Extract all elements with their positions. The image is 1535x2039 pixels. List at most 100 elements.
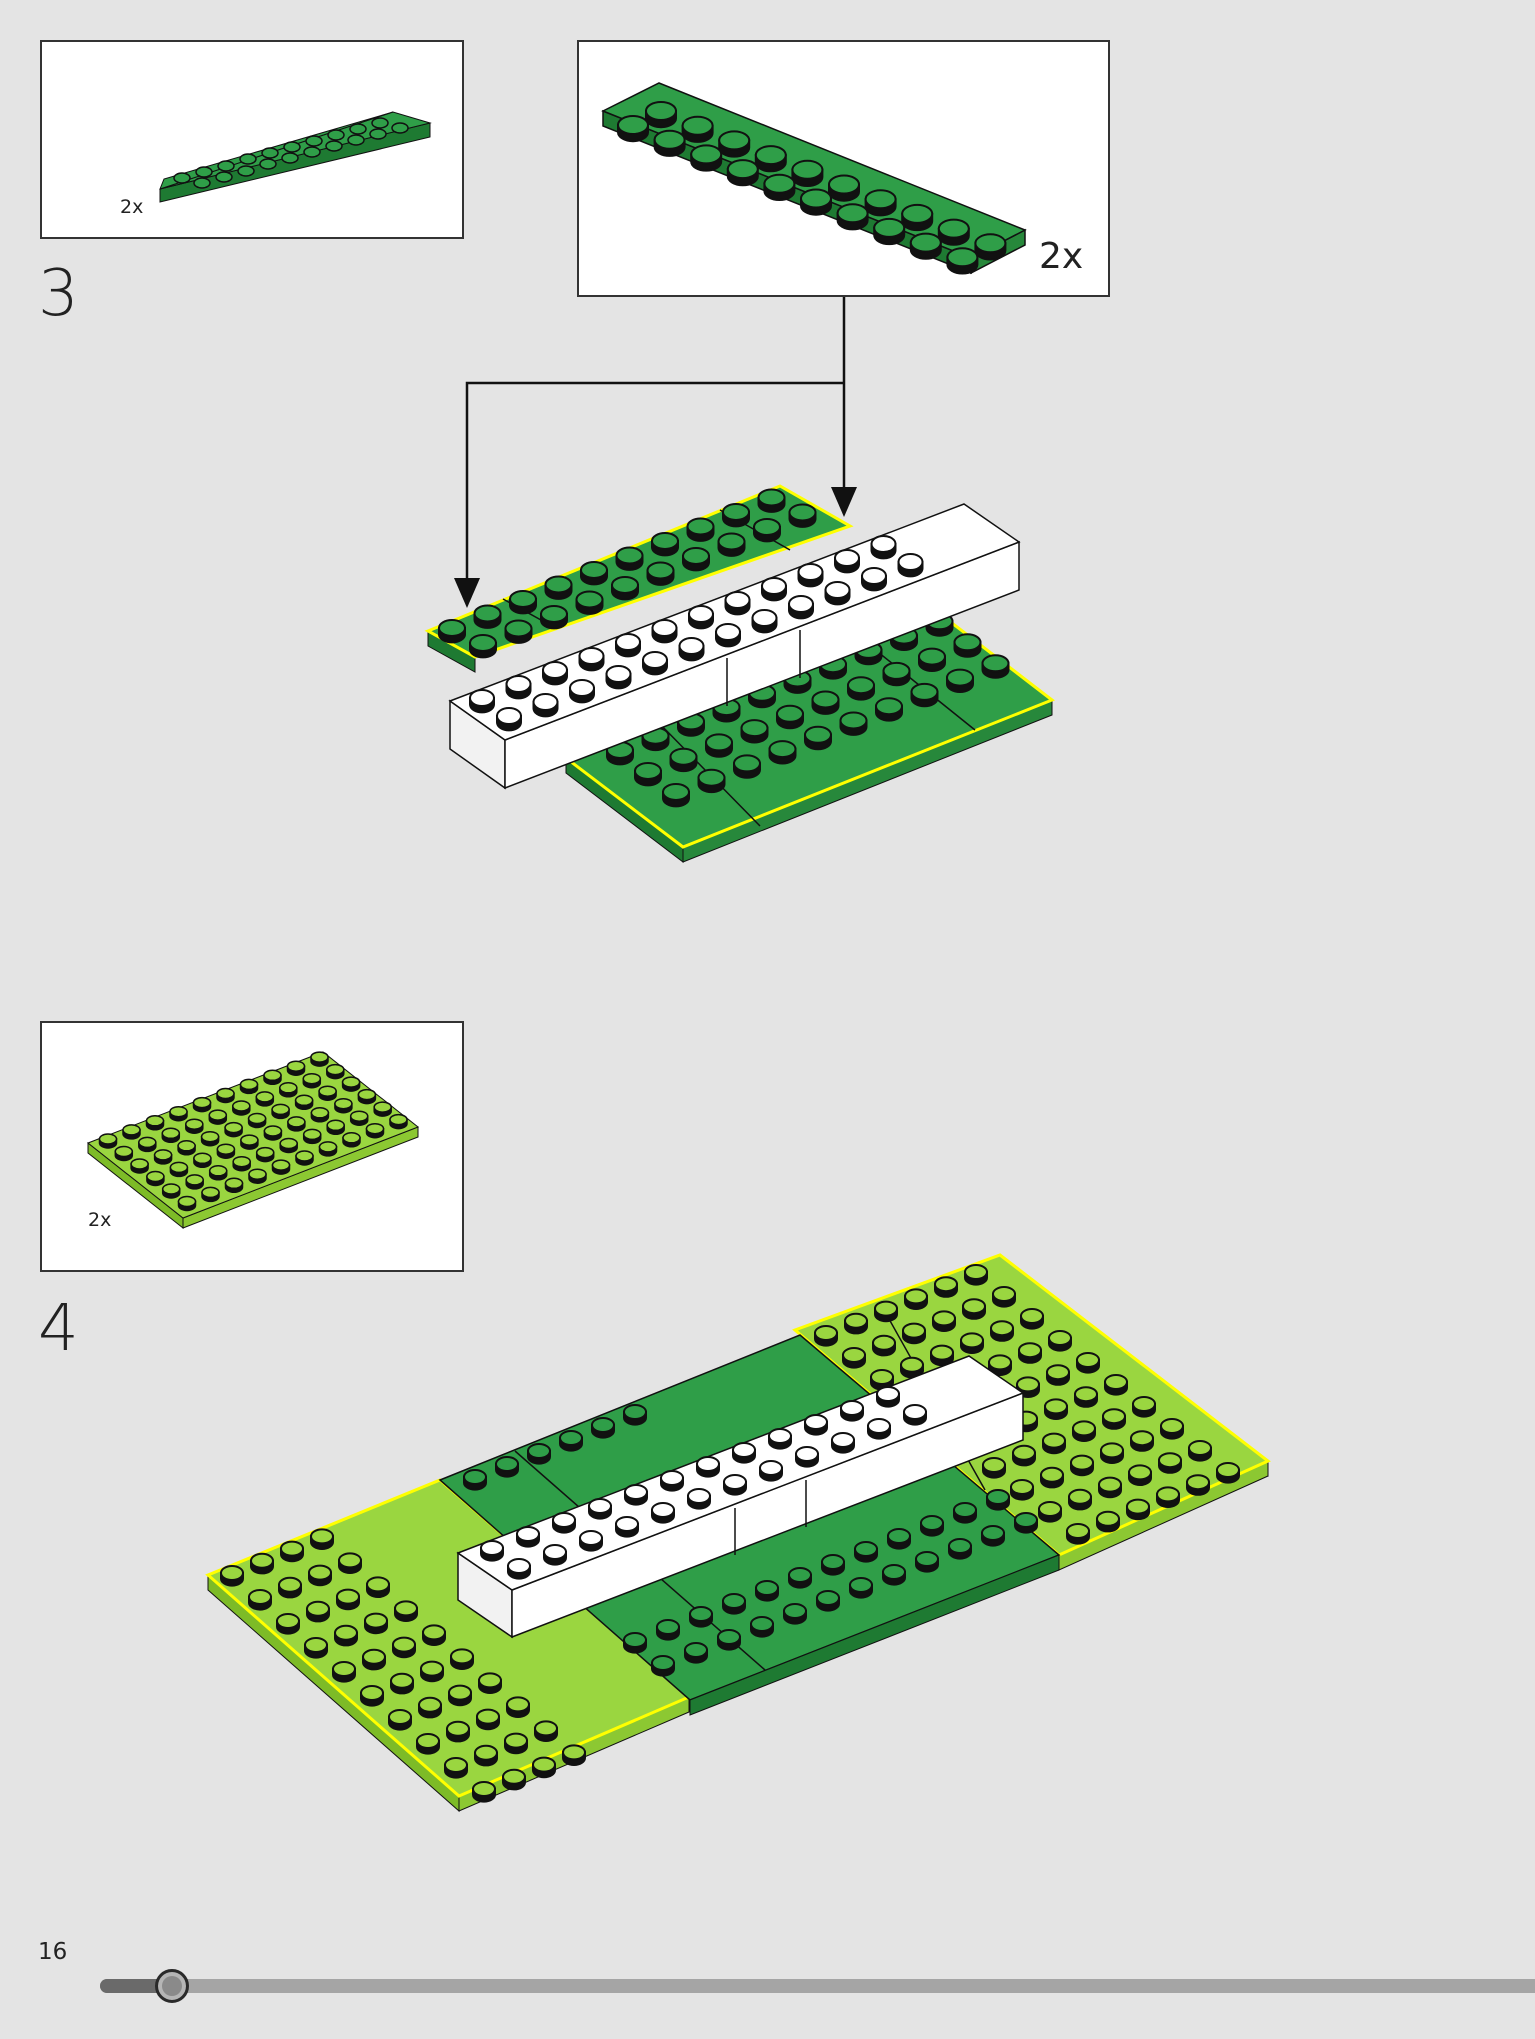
stud-shape [974, 233, 1007, 254]
stud-shape [986, 1489, 1010, 1505]
stud-shape [224, 1177, 244, 1190]
stud-shape [506, 1696, 530, 1713]
stud-shape [872, 1334, 896, 1351]
stud-shape [280, 1540, 304, 1557]
plate-2x10-icon [159, 111, 432, 203]
stud-shape [718, 130, 751, 151]
stud-shape [1072, 1420, 1096, 1437]
stud-shape [326, 1063, 345, 1076]
stud-shape [1102, 1408, 1126, 1425]
arrow-head-icon [454, 578, 480, 608]
stud-shape [617, 115, 649, 135]
stud-shape [349, 1110, 369, 1122]
stud-shape [473, 604, 502, 623]
stud-shape [153, 1149, 173, 1161]
stud-shape [932, 1310, 956, 1327]
stud-shape [279, 1082, 298, 1094]
stud-shape [569, 679, 595, 697]
stud-shape [623, 1404, 647, 1420]
stud-shape [366, 1576, 390, 1593]
stud-shape [332, 1661, 356, 1677]
stud-shape [861, 567, 887, 585]
stud-shape [732, 1442, 756, 1458]
stud-shape [1188, 1440, 1212, 1456]
stud-shape [341, 1076, 361, 1088]
stud-shape [509, 590, 537, 608]
stud-shape [724, 591, 751, 609]
stud-shape [791, 159, 824, 180]
stud-shape [651, 619, 678, 637]
stud-shape [201, 1186, 220, 1199]
stud-shape [882, 1564, 906, 1580]
stud-shape [388, 1709, 412, 1725]
stud-shape [903, 1404, 927, 1420]
step3-callout-quantity: 2x [1039, 236, 1084, 277]
stud-shape [1046, 1364, 1070, 1381]
stud-shape [814, 1325, 838, 1341]
stud-shape [828, 174, 860, 195]
stud-shape [422, 1624, 446, 1641]
stud-shape [1096, 1510, 1120, 1527]
stud-shape [185, 1174, 204, 1186]
stud-shape [532, 693, 559, 711]
stud-shape [839, 711, 868, 730]
stud-shape [611, 576, 639, 594]
stud-shape [953, 633, 982, 652]
stud-shape [318, 1141, 338, 1153]
stud-shape [591, 1417, 615, 1433]
stud-shape [114, 1145, 134, 1158]
arrow-head-icon [831, 487, 857, 517]
stud-shape [1128, 1464, 1152, 1481]
stud-shape [308, 1564, 332, 1581]
stud-shape [216, 1087, 235, 1100]
stud-shape [200, 1130, 220, 1143]
stud-shape [532, 1756, 556, 1773]
stud-shape [882, 661, 911, 680]
stud-shape [390, 1672, 414, 1689]
stud-shape [250, 1552, 274, 1569]
stud-shape [788, 595, 814, 613]
stud-shape [705, 733, 733, 752]
stud-shape [247, 1112, 267, 1125]
stud-shape [579, 1530, 603, 1546]
stud-shape [438, 619, 466, 637]
stud-shape [474, 1744, 498, 1761]
stud-shape [472, 1781, 496, 1797]
stud-shape [946, 668, 974, 687]
step-number-3: 3 [38, 257, 79, 331]
stud-shape [1104, 1374, 1128, 1390]
stud-shape [797, 563, 824, 581]
stud-shape [874, 1300, 898, 1317]
stud-shape [169, 1105, 188, 1118]
stud-shape [1186, 1474, 1210, 1491]
stud-shape [651, 1502, 675, 1518]
stud-shape [304, 1637, 328, 1653]
stud-shape [669, 747, 698, 766]
stud-shape [496, 707, 522, 725]
stud-shape [326, 1119, 345, 1132]
stud-shape [338, 1552, 362, 1569]
stud-shape [504, 619, 533, 638]
stud-shape [306, 1600, 330, 1617]
stud-shape [688, 605, 714, 623]
stud-shape [776, 704, 804, 723]
stud-shape [318, 1085, 337, 1097]
stud-shape [930, 1344, 954, 1361]
stud-shape [1076, 1352, 1100, 1368]
progress-knob[interactable] [154, 1969, 189, 2003]
stud-shape [915, 1551, 939, 1567]
stud-shape [722, 503, 750, 521]
stud-shape [578, 647, 605, 665]
stud-shape [287, 1116, 306, 1128]
stud-shape [870, 535, 897, 553]
stud-shape [689, 1606, 713, 1622]
stud-shape [740, 719, 769, 738]
stud-shape [750, 1616, 774, 1632]
stud-shape [717, 1629, 741, 1645]
stud-shape [981, 1525, 1005, 1541]
stud-shape [138, 1136, 157, 1149]
stud-shape [552, 1512, 576, 1528]
stud-shape [302, 1072, 322, 1085]
stud-shape [754, 145, 787, 166]
stud-shape [953, 1502, 977, 1518]
